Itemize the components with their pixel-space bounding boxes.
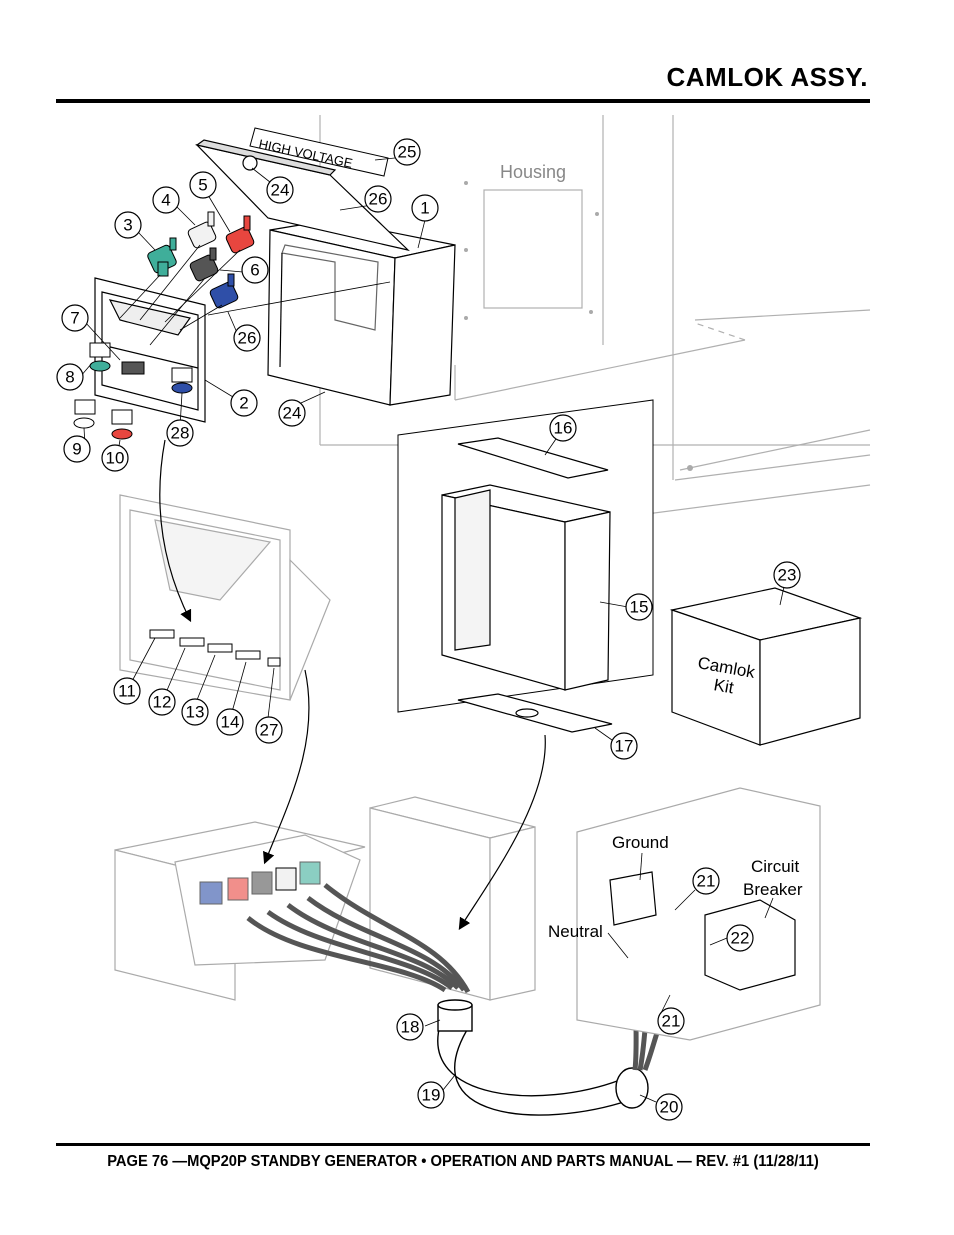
callout-26-connector: 26 <box>238 329 257 348</box>
circuit-label: Circuit <box>751 857 799 876</box>
label-leaders <box>607 852 774 959</box>
lid-26 <box>195 139 410 252</box>
kit-label: Kit <box>712 675 735 697</box>
camlok-connector-red <box>225 215 255 254</box>
flow-arrows <box>159 439 546 931</box>
housing-label: Housing <box>500 162 566 182</box>
callout-8: 8 <box>65 368 74 387</box>
callout-6: 6 <box>250 261 259 280</box>
callout-27: 27 <box>260 721 279 740</box>
callout-2: 2 <box>239 394 248 413</box>
callout-7: 7 <box>70 309 79 328</box>
callout-16: 16 <box>554 419 573 438</box>
header-rule <box>56 99 870 103</box>
camlok-kit-box-23 <box>669 587 863 746</box>
conduit <box>437 999 649 1116</box>
callout-3: 3 <box>123 216 132 235</box>
neutral-label: Neutral <box>548 922 603 941</box>
callout-25: 25 <box>398 143 417 162</box>
callout-19: 19 <box>422 1086 441 1105</box>
ground-label: Ground <box>612 833 669 852</box>
callout-14: 14 <box>221 713 240 732</box>
callout-22: 22 <box>731 929 750 948</box>
plate-16 <box>457 437 609 479</box>
callout-12: 12 <box>153 693 172 712</box>
callout-18: 18 <box>401 1018 420 1037</box>
callout-11: 11 <box>118 682 136 701</box>
callout-13: 13 <box>186 703 205 722</box>
callout-21-top: 21 <box>697 872 716 891</box>
breaker-box <box>576 787 821 1041</box>
footer-rule <box>56 1143 870 1146</box>
callout-20: 20 <box>660 1098 679 1117</box>
callout-26-lid: 26 <box>369 190 388 209</box>
callout-24-top: 24 <box>271 181 290 200</box>
callout-15: 15 <box>630 598 649 617</box>
plate-17 <box>457 693 613 733</box>
cable-bundle <box>246 883 471 994</box>
page-title: CAMLOK ASSY. <box>666 62 868 92</box>
bottom-terminals <box>199 861 321 905</box>
breaker-label: Breaker <box>743 880 803 899</box>
boots <box>73 342 193 440</box>
housing-rivets <box>464 181 693 471</box>
callout-leaders <box>79 157 786 1103</box>
callout-10: 10 <box>106 449 125 468</box>
box-15 <box>441 484 611 691</box>
callout-1: 1 <box>420 199 429 218</box>
enclosure-box-1 <box>267 219 456 406</box>
callout-24-bottom: 24 <box>283 404 302 423</box>
callout-circles <box>56 138 801 1121</box>
terminal-strips <box>149 629 281 667</box>
camlok-connector-white <box>187 211 217 249</box>
callout-4: 4 <box>161 191 170 210</box>
camlok-connector-black <box>189 247 219 282</box>
camlok-connector-green <box>147 237 177 277</box>
camlok-connector-blue <box>209 273 239 309</box>
bottom-enclosure-left <box>114 796 536 1001</box>
page-footer: PAGE 76 —MQP20P STANDBY GENERATOR • OPER… <box>107 1153 819 1170</box>
callout-23: 23 <box>778 566 797 585</box>
callout-9: 9 <box>72 440 81 459</box>
callout-21-bottom: 21 <box>662 1012 681 1031</box>
callout-numbers: 1 2 3 4 5 6 7 8 9 10 11 12 13 14 15 16 1… <box>65 143 796 1117</box>
terminal-panel <box>119 494 331 701</box>
callout-17: 17 <box>615 737 634 756</box>
callout-5: 5 <box>198 176 207 195</box>
callout-28: 28 <box>171 424 190 443</box>
connector-leaders <box>119 244 391 346</box>
